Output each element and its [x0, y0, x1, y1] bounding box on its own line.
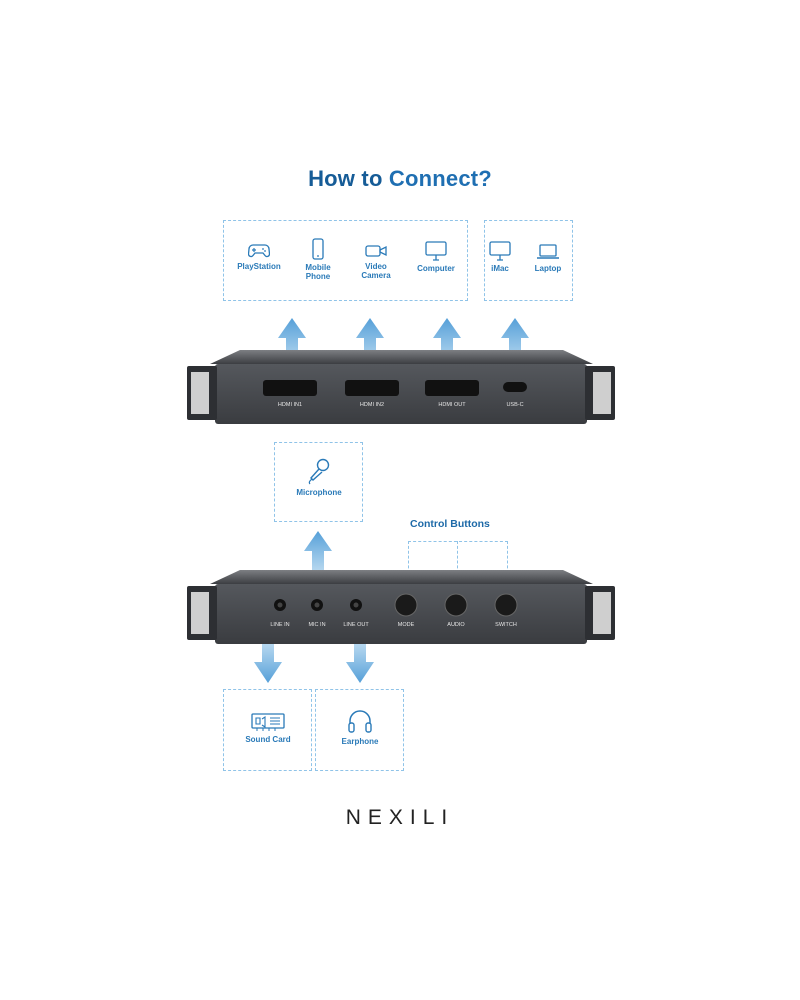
sound-card-label: Sound Card [245, 735, 291, 744]
arrow-up-icon [501, 318, 529, 378]
headphones-icon [348, 710, 372, 733]
imac-icon [489, 241, 511, 261]
rear-arrows [254, 531, 374, 683]
microphone-label: Microphone [296, 488, 342, 497]
source-mobile-phone: Mobile Phone [286, 238, 350, 281]
target-label: iMac [491, 264, 509, 273]
target-imac: iMac [475, 241, 525, 273]
port-label: HDMI IN1 [277, 402, 303, 408]
sound-card-box: Sound Card [223, 689, 312, 771]
mobile-phone-icon [312, 238, 324, 260]
audio-button-label: AUDIO [447, 622, 465, 628]
device-front-panel: HDMI IN1 HDMI IN2 HDMI OUT USB-C [185, 346, 617, 428]
target-laptop: Laptop [523, 243, 573, 273]
title-part-1: How to [308, 166, 383, 191]
switch-button-label: SWITCH [495, 622, 517, 628]
source-label: PlayStation [237, 262, 281, 271]
earphone-box: Earphone [315, 689, 404, 771]
port-label: USB-C [506, 402, 524, 408]
video-camera-icon [365, 245, 387, 257]
arrow-down-icon [346, 630, 374, 683]
arrow-up-icon [304, 531, 332, 585]
mode-button-label: MODE [397, 622, 415, 628]
arrow-up-icon [433, 318, 461, 378]
port-label: MIC IN [308, 622, 326, 628]
port-label: LINE IN [270, 622, 290, 628]
computer-monitor-icon [425, 241, 447, 261]
arrow-up-icon [356, 318, 384, 378]
microphone-item: Microphone [287, 457, 351, 497]
device-rear-panel: LINE IN MIC IN LINE OUT MODE AUDIO SWITC… [185, 566, 617, 648]
sources-box: PlayStation Mobile Phone Video Camera Co… [223, 220, 468, 301]
title-part-2: Connect? [388, 166, 492, 191]
laptop-icon [537, 244, 559, 259]
source-playstation: PlayStation [227, 241, 291, 271]
gamepad-icon [248, 244, 270, 258]
sound-card-item: Sound Card [236, 712, 300, 744]
port-label: HDMI OUT [438, 402, 466, 408]
sound-card-icon [251, 713, 285, 731]
source-label: Computer [417, 264, 455, 273]
front-arrows [278, 318, 529, 378]
source-label: Mobile Phone [305, 263, 331, 281]
arrow-down-icon [254, 630, 282, 683]
arrow-up-icon [278, 318, 306, 378]
port-label: HDMI IN2 [359, 402, 385, 408]
microphone-box: Microphone [274, 442, 363, 522]
earphone-label: Earphone [341, 737, 379, 746]
control-buttons-divider [457, 541, 458, 583]
source-label: Video Camera [361, 262, 391, 280]
microphone-icon [308, 458, 330, 485]
page-title: How to Connect? [0, 166, 800, 192]
usbc-targets-box: iMac Laptop [484, 220, 573, 301]
target-label: Laptop [534, 264, 562, 273]
source-computer: Computer [404, 241, 468, 273]
control-buttons-title: Control Buttons [410, 518, 490, 530]
control-buttons-box [408, 541, 508, 583]
source-video-camera: Video Camera [344, 243, 408, 280]
earphone-item: Earphone [328, 708, 392, 746]
brand-logo: NEXILI [345, 806, 455, 829]
port-label: LINE OUT [343, 622, 369, 628]
